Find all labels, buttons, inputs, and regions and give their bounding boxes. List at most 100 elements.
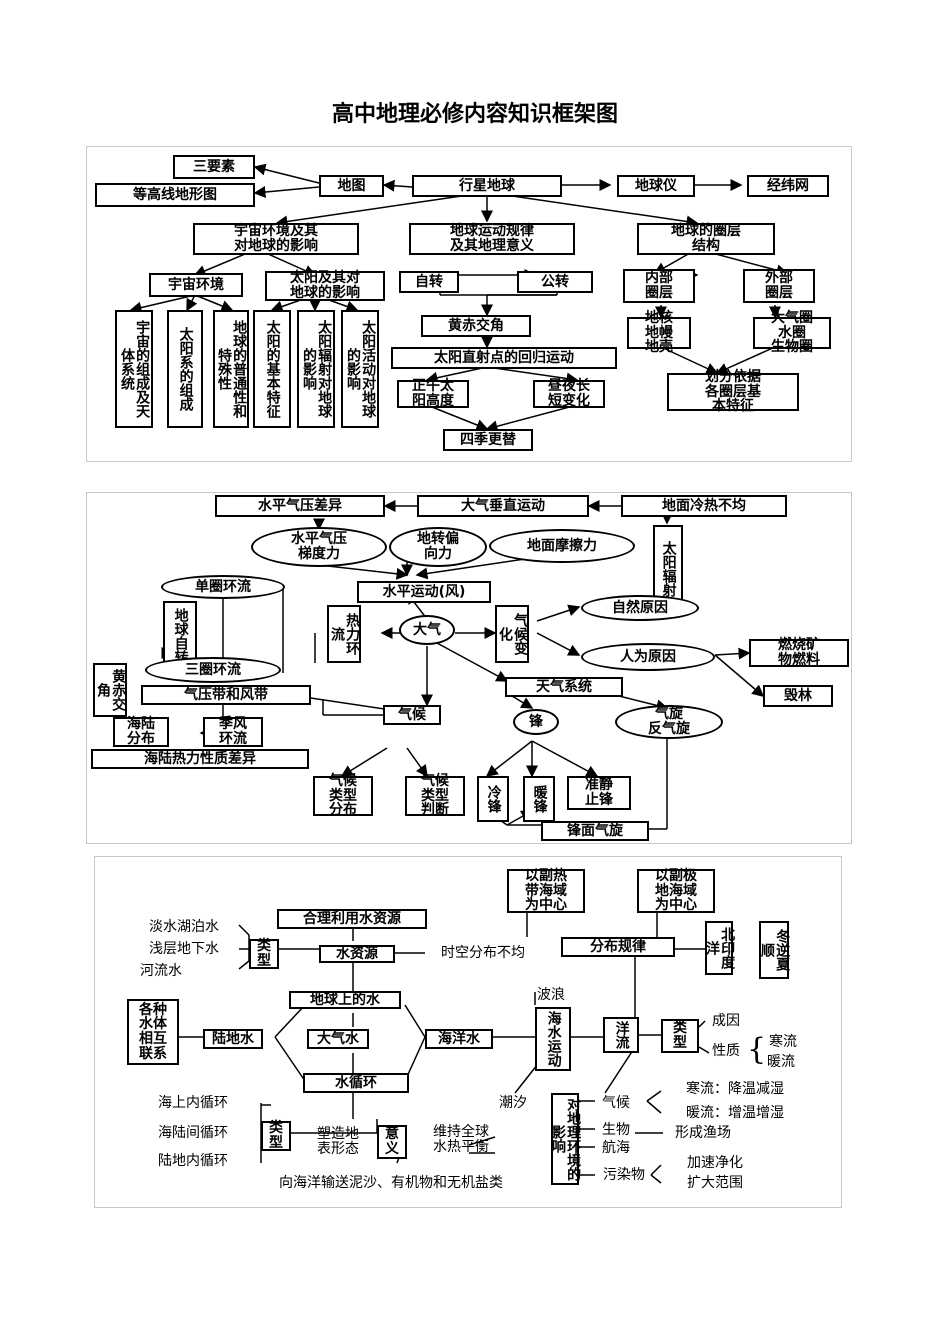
fishing-ground-label: 形成渔场 bbox=[675, 1124, 731, 1141]
front-ellipse: 锋 bbox=[513, 709, 559, 735]
subtropical-center-box: 以副热 带海域 为中心 bbox=[507, 869, 585, 913]
pressure-gradient-ellipse: 水平气压 梯度力 bbox=[251, 527, 387, 567]
rational-use-box: 合理利用水资源 bbox=[277, 909, 427, 929]
tides-label: 潮汐 bbox=[499, 1094, 527, 1111]
land-water-box: 陆地水 bbox=[203, 1029, 263, 1049]
types-box-2: 类 型 bbox=[261, 1121, 291, 1151]
fossil-fuel-box: 燃烧矿 物燃料 bbox=[749, 638, 849, 667]
division-basis-box: 划分依据 各圈层基 本特征 bbox=[667, 370, 799, 414]
stationary-front-box: 准静 止锋 bbox=[567, 776, 631, 810]
noon-sun-height-box: 正午太 阳高度 bbox=[397, 379, 469, 408]
solar-activity-box: 太阳活动对地球的影响 bbox=[341, 310, 379, 428]
warm-heating-label: 暖流：增温增湿 bbox=[686, 1104, 784, 1121]
revolution-box: 公转 bbox=[517, 271, 593, 293]
atmosphere-ellipse: 大气 bbox=[399, 615, 455, 645]
earth-motion-box: 地球运动规律 及其地理意义 bbox=[409, 223, 575, 255]
wind-box: 水平运动(风) bbox=[357, 581, 491, 603]
uneven-distribution-label: 时空分布不均 bbox=[441, 944, 525, 961]
vertical-motion-box: 大气垂直运动 bbox=[417, 495, 589, 517]
biology-label: 生物 bbox=[602, 1121, 630, 1138]
ocean-water-box: 海洋水 bbox=[425, 1029, 493, 1049]
obliquity-box-2: 黄赤交角 bbox=[93, 663, 127, 717]
cosmic-environment-box: 宇宙环境及其 对地球的影响 bbox=[193, 223, 359, 255]
cold-front-box: 冷锋 bbox=[477, 776, 509, 822]
rivers-label: 河流水 bbox=[140, 962, 182, 979]
day-length-box: 昼夜长 短变化 bbox=[533, 379, 605, 408]
frontal-cyclone-box: 锋面气旋 bbox=[541, 821, 649, 841]
land-cycle-label: 陆地内循环 bbox=[158, 1152, 228, 1169]
land-sea-box: 海陆 分布 bbox=[113, 717, 169, 747]
water-resources-box: 水资源 bbox=[319, 945, 395, 963]
uneven-heating-box: 地面冷热不均 bbox=[621, 495, 787, 517]
hydrosphere-diagram: 淡水湖泊水 浅层地下水 河流水 类 型 合理利用水资源 水资源 时空分布不均 地… bbox=[94, 856, 842, 1208]
monsoon-box: 季风 环流 bbox=[203, 717, 263, 747]
distribution-law-box: 分布规律 bbox=[561, 937, 675, 957]
ocean-cycle-label: 海上内循环 bbox=[158, 1094, 228, 1111]
planet-earth-box: 行星地球 bbox=[412, 175, 562, 197]
solar-system-box: 太阳系的组成 bbox=[167, 310, 203, 428]
map-box: 地图 bbox=[319, 175, 384, 197]
internal-spheres-box: 内部 圈层 bbox=[623, 269, 695, 303]
pollutants-label: 污染物 bbox=[603, 1166, 645, 1183]
water-cycle-box: 水循环 bbox=[303, 1073, 409, 1093]
environment-impact-box: 对地理环境的影响 bbox=[550, 1093, 581, 1185]
climate-distribution-box: 气候 类型 分布 bbox=[313, 774, 373, 818]
single-cell-ellipse: 单圈环流 bbox=[161, 575, 285, 599]
north-indian-ocean-box: 北印度洋 bbox=[704, 921, 735, 975]
earth-uniqueness-box: 地球的普通性和特殊性 bbox=[213, 310, 249, 428]
solar-radiation-box: 太阳辐射对地球的影响 bbox=[297, 310, 335, 428]
subsolar-point-box: 太阳直射点的回归运动 bbox=[391, 347, 617, 369]
causes-label: 成因 bbox=[712, 1012, 740, 1029]
water-bodies-box: 各种 水体 相互 联系 bbox=[127, 999, 179, 1065]
sea-water-motion-box: 海水运动 bbox=[535, 1007, 571, 1071]
horizontal-pressure-box: 水平气压差异 bbox=[215, 495, 385, 517]
earth-layers-box: 地核 地幔 地壳 bbox=[627, 311, 691, 355]
thermal-circulation-box: 热力环流 bbox=[327, 605, 361, 663]
earth-spheres-box: 地球的圈层 结构 bbox=[637, 223, 775, 255]
universe-composition-box: 宇宙的组成及天体系统 bbox=[115, 310, 153, 428]
atmospheric-water-box: 大气水 bbox=[307, 1029, 369, 1049]
warm-front-box: 暖锋 bbox=[523, 776, 555, 822]
cyclone-ellipse: 气旋 反气旋 bbox=[615, 705, 723, 739]
types-box-3: 类 型 bbox=[661, 1019, 699, 1053]
winter-counter-box: 冬逆夏顺 bbox=[759, 921, 790, 979]
cold-cooling-label: 寒流：降温减湿 bbox=[686, 1080, 784, 1097]
universe-environment-box: 宇宙环境 bbox=[149, 273, 243, 297]
waves-label: 波浪 bbox=[537, 986, 565, 1003]
freshwater-lakes-label: 淡水湖泊水 bbox=[149, 918, 219, 935]
pressure-wind-belts-box: 气压带和风带 bbox=[141, 685, 311, 705]
land-sea-thermal-box: 海陆热力性质差异 bbox=[91, 749, 309, 769]
navigation-label: 航海 bbox=[602, 1139, 630, 1156]
document-title: 高中地理必修内容知识框架图 bbox=[331, 102, 618, 127]
human-causes-ellipse: 人为原因 bbox=[581, 643, 715, 671]
three-cell-ellipse: 三圈环流 bbox=[145, 657, 281, 683]
sea-land-cycle-label: 海陆间循环 bbox=[158, 1124, 228, 1141]
shallow-groundwater-label: 浅层地下水 bbox=[149, 940, 219, 957]
cold-current-label: 寒流 bbox=[769, 1033, 797, 1050]
atmosphere-diagram: 水平气压差异 大气垂直运动 地面冷热不均 水平气压 梯度力 地转偏 向力 地面摩… bbox=[86, 492, 852, 844]
rotation-box: 自转 bbox=[399, 271, 459, 293]
graticule-box: 经纬网 bbox=[747, 175, 829, 197]
shape-surface-label: 塑造地 表形态 bbox=[317, 1126, 359, 1157]
contour-map-box: 等高线地形图 bbox=[95, 183, 255, 207]
climate-judgement-box: 气候 类型 判断 bbox=[405, 774, 465, 818]
weather-systems-box: 天气系统 bbox=[505, 677, 623, 697]
significance-box: 意 义 bbox=[377, 1125, 407, 1159]
transport-sediment-label: 向海洋输送泥沙、有机物和无机盐类 bbox=[279, 1174, 503, 1191]
globe-box: 地球仪 bbox=[617, 175, 695, 197]
types-box-1: 类 型 bbox=[249, 939, 279, 969]
nature-label: 性质 bbox=[712, 1042, 740, 1059]
external-spheres-box: 外部 圈层 bbox=[743, 269, 815, 303]
friction-ellipse: 地面摩擦力 bbox=[489, 529, 635, 563]
expand-range-label: 扩大范围 bbox=[687, 1174, 743, 1191]
climate-label-3: 气候 bbox=[602, 1094, 630, 1111]
planet-earth-diagram: 三要素 等高线地形图 地图 行星地球 地球仪 经纬网 宇宙环境及其 对地球的影响… bbox=[86, 146, 852, 462]
three-elements-box: 三要素 bbox=[173, 155, 255, 179]
seasons-box: 四季更替 bbox=[443, 429, 533, 451]
sun-influence-box: 太阳及其对 地球的影响 bbox=[265, 271, 385, 301]
outer-spheres-box: 大气圈 水圈 生物圈 bbox=[753, 311, 831, 355]
coriolis-ellipse: 地转偏 向力 bbox=[389, 527, 487, 567]
nature-brace-icon: { bbox=[747, 1032, 767, 1067]
natural-causes-ellipse: 自然原因 bbox=[581, 595, 699, 621]
